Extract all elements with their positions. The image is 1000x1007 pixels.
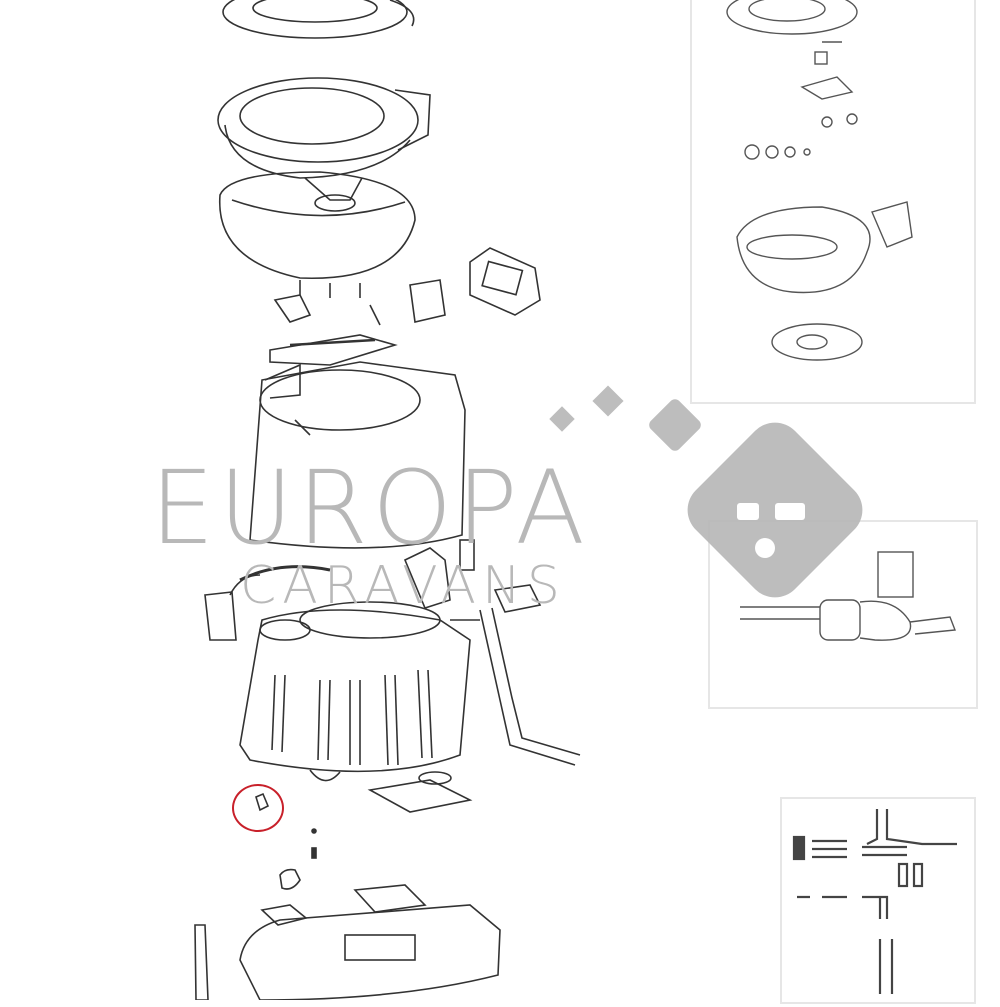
flush-pipe <box>450 607 581 766</box>
inset-seat-hinge-bowl-drawing <box>726 0 913 361</box>
inset-pump-connector-drawing <box>740 551 956 641</box>
toilet-bowl <box>217 77 431 201</box>
cassette-tray <box>194 884 501 1000</box>
toilet-seat-lid <box>222 0 415 39</box>
upper-tank-body <box>249 361 466 549</box>
gasket-plate <box>409 279 446 323</box>
inset-hose-kit-drawing <box>792 809 957 994</box>
inset-seat-hinge-bowl <box>690 0 976 404</box>
blade-mechanism <box>269 294 398 366</box>
seal-ring <box>204 565 331 641</box>
lower-tank-ribbed <box>239 601 473 813</box>
level-indicator-panel <box>469 247 541 316</box>
watermark-line1: EUROPA <box>150 449 590 568</box>
pump-unit <box>403 539 542 613</box>
watermark-line2: CARAVANS <box>240 556 566 616</box>
highlight-circle <box>232 784 284 832</box>
bowl-housing <box>218 171 416 298</box>
